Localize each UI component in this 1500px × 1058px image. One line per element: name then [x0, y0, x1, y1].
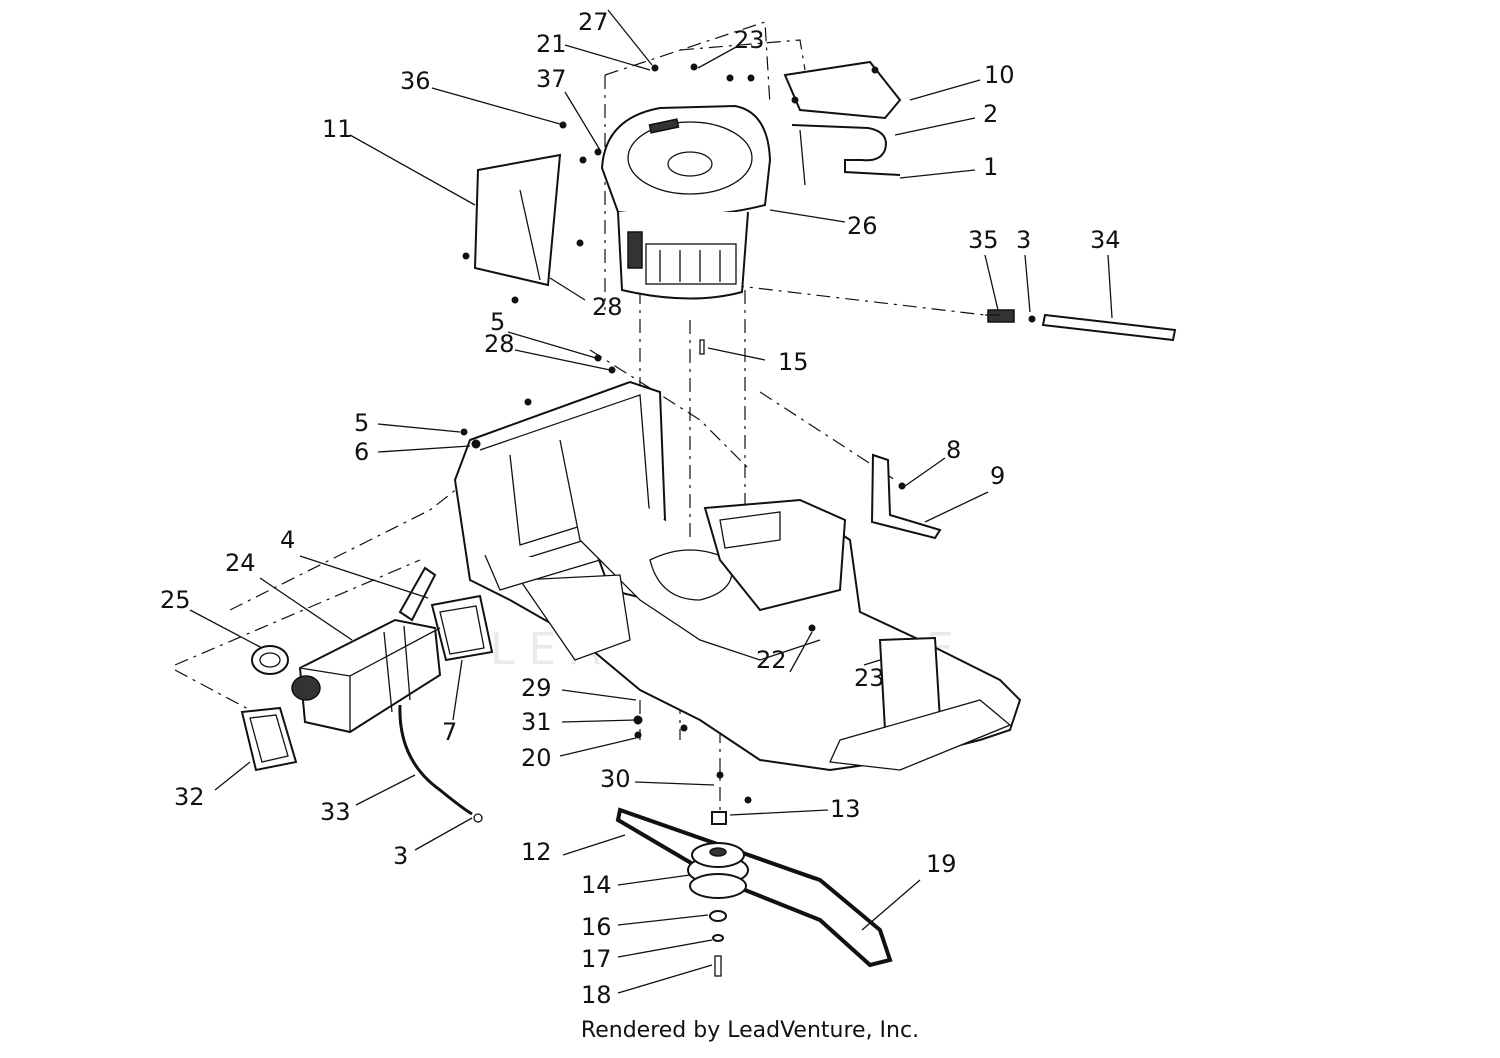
callout-5-lower[interactable]: 5: [354, 409, 369, 437]
callout-23-top[interactable]: 23: [734, 26, 765, 54]
fuel-line[interactable]: [398, 704, 483, 823]
fuel-hose[interactable]: [987, 309, 1177, 342]
callout-26[interactable]: 26: [847, 212, 878, 240]
callout-30[interactable]: 30: [600, 765, 631, 793]
callout-27[interactable]: 27: [578, 8, 609, 36]
callout-16[interactable]: 16: [581, 913, 612, 941]
callout-19[interactable]: 19: [926, 850, 957, 878]
heat-shield[interactable]: [783, 60, 902, 120]
callout-1[interactable]: 1: [983, 153, 998, 181]
frame-chassis[interactable]: [453, 380, 1022, 772]
callout-21[interactable]: 21: [536, 30, 567, 58]
callout-23-frame[interactable]: 23: [854, 664, 885, 692]
drive-belt[interactable]: [615, 807, 893, 968]
tank-strap[interactable]: [240, 706, 298, 772]
callout-13[interactable]: 13: [830, 795, 861, 823]
callout-9[interactable]: 9: [990, 462, 1005, 490]
callout-22[interactable]: 22: [756, 646, 787, 674]
callout-34[interactable]: 34: [1090, 226, 1121, 254]
callout-8[interactable]: 8: [946, 436, 961, 464]
callout-17[interactable]: 17: [581, 945, 612, 973]
seat-bracket[interactable]: [430, 594, 494, 662]
callout-31[interactable]: 31: [521, 708, 552, 736]
callout-29[interactable]: 29: [521, 674, 552, 702]
callout-14[interactable]: 14: [581, 871, 612, 899]
callout-32[interactable]: 32: [174, 783, 205, 811]
callout-3-hose[interactable]: 3: [1016, 226, 1031, 254]
fuel-cap[interactable]: [251, 645, 289, 675]
callout-33[interactable]: 33: [320, 798, 351, 826]
pulley-hardware: [709, 811, 727, 977]
callout-12[interactable]: 12: [521, 838, 552, 866]
engine-pulley[interactable]: [687, 842, 749, 899]
footer-credit: Rendered by LeadVenture, Inc.: [580, 1018, 920, 1043]
callout-36[interactable]: 36: [400, 67, 431, 95]
callout-11[interactable]: 11: [322, 115, 353, 143]
callout-5-upper[interactable]: 5: [490, 308, 505, 336]
callout-7[interactable]: 7: [442, 718, 457, 746]
callout-numbers: 27 21 23 36 37 10 2 11 1 26 35 3 34 28 5…: [160, 8, 1121, 1009]
callout-18[interactable]: 18: [581, 981, 612, 1009]
callout-37[interactable]: 37: [536, 65, 567, 93]
callout-3-line[interactable]: 3: [393, 842, 408, 870]
fuel-tank[interactable]: [291, 618, 442, 734]
leader-lines: [189, 9, 1113, 994]
engine[interactable]: [600, 104, 772, 300]
callout-20[interactable]: 20: [521, 744, 552, 772]
baffle-shield[interactable]: [473, 153, 562, 287]
callout-6[interactable]: 6: [354, 438, 369, 466]
callout-2[interactable]: 2: [983, 100, 998, 128]
callout-15[interactable]: 15: [778, 348, 809, 376]
callout-28-upper[interactable]: 28: [592, 293, 623, 321]
callout-28-frame[interactable]: 28: [484, 330, 515, 358]
muffler-pipe[interactable]: [791, 124, 901, 186]
mount-bracket[interactable]: [870, 453, 942, 540]
callout-10[interactable]: 10: [984, 61, 1015, 89]
callout-4[interactable]: 4: [280, 526, 295, 554]
callout-35[interactable]: 35: [968, 226, 999, 254]
callout-24[interactable]: 24: [225, 549, 256, 577]
callout-25[interactable]: 25: [160, 586, 191, 614]
